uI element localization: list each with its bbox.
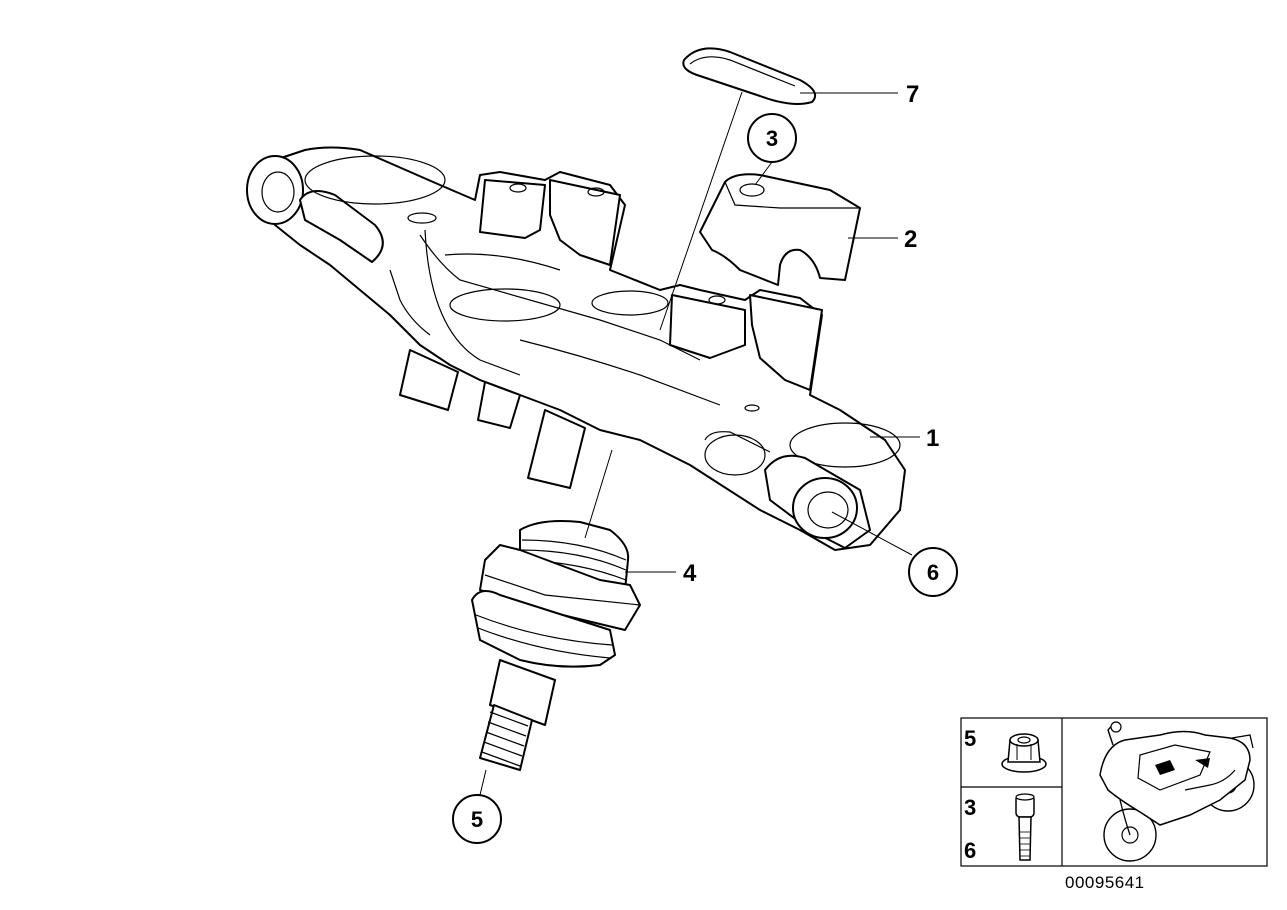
- triple-clamp-part-1: [246, 146, 906, 551]
- motorcycle-thumbnail-icon: [1099, 721, 1255, 862]
- clamp-cap-part-2: [699, 173, 861, 286]
- callout-part-3-text: 3: [766, 126, 778, 151]
- callout-part-6: 6: [908, 547, 958, 597]
- label-part-2: 2: [904, 226, 917, 253]
- legend-box: 5 3 6: [960, 717, 1268, 867]
- legend-label-nut: 5: [964, 726, 976, 751]
- socket-head-bolt-icon: [1015, 793, 1035, 861]
- callout-part-5: 5: [452, 794, 502, 844]
- label-part-7: 7: [906, 81, 919, 108]
- cap-plug-part-7: [682, 47, 816, 105]
- callout-part-5-text: 5: [471, 807, 483, 832]
- callout-part-6-text: 6: [927, 560, 939, 585]
- reference-number: 00095641: [1065, 873, 1145, 892]
- label-part-4: 4: [683, 560, 697, 587]
- flange-nut-icon: [1001, 733, 1047, 773]
- label-part-1: 1: [926, 425, 939, 452]
- legend-label-bolt-b: 6: [964, 838, 976, 863]
- callout-part-3: 3: [747, 113, 797, 163]
- stem-nut-part-4: [471, 520, 641, 771]
- legend-label-bolt-a: 3: [964, 795, 976, 820]
